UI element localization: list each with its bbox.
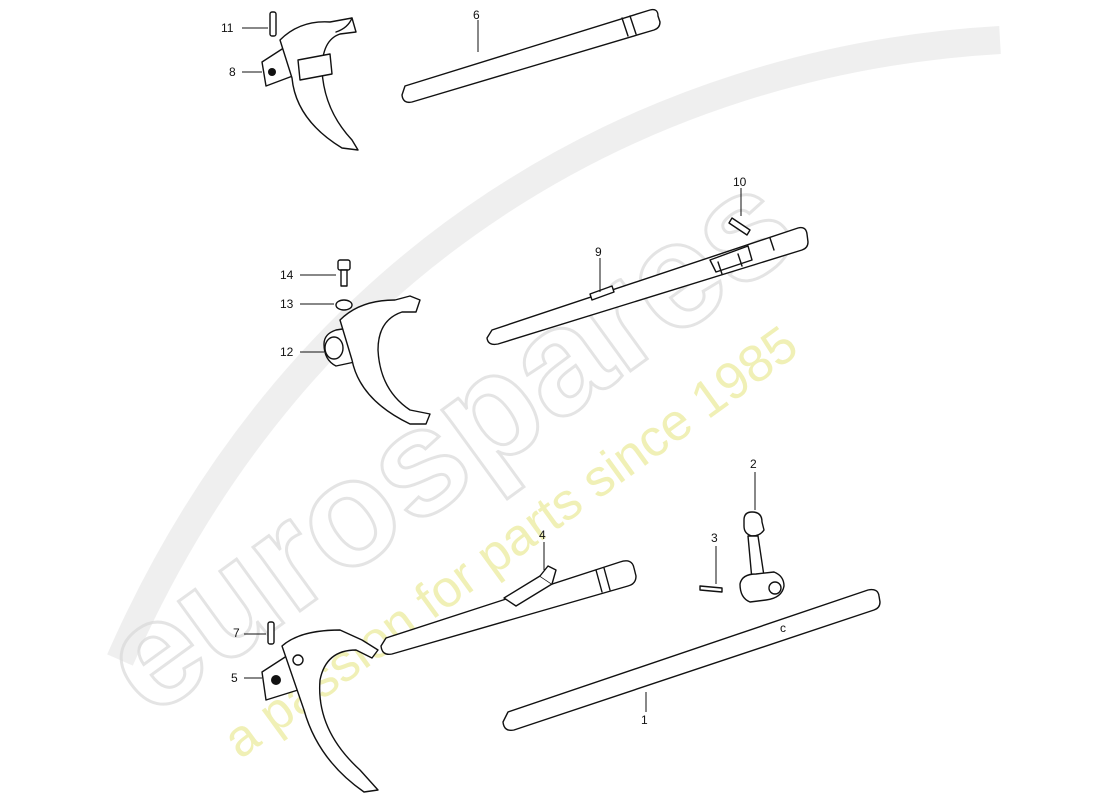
part-4-shift-rod xyxy=(380,560,637,656)
part-3-pin xyxy=(699,585,723,593)
callout-1: 1 xyxy=(641,713,648,727)
part-7-roll-pin xyxy=(267,621,275,645)
callout-3: 3 xyxy=(711,531,718,545)
callout-4: 4 xyxy=(539,528,546,542)
callout-5: 5 xyxy=(231,671,238,685)
part-11-roll-pin xyxy=(269,11,277,37)
callout-12: 12 xyxy=(280,345,294,359)
callout-14: 14 xyxy=(280,268,294,282)
part-13-washer xyxy=(335,299,353,311)
callout-9: 9 xyxy=(595,245,602,259)
callout-7: 7 xyxy=(233,626,240,640)
part-6-shift-rod xyxy=(401,8,661,104)
callout-2: 2 xyxy=(750,457,757,471)
leader-lines xyxy=(242,20,756,712)
watermark-swoosh xyxy=(107,26,1001,666)
callout-13: 13 xyxy=(280,297,294,311)
part-14-bolt xyxy=(337,259,351,287)
part-1-selector-shaft: c xyxy=(502,588,881,732)
part-9-shift-rod xyxy=(486,226,809,346)
callout-10: 10 xyxy=(733,175,747,189)
callout-8: 8 xyxy=(229,65,236,79)
callout-numbers: 6 11 8 10 9 14 13 12 2 3 4 7 5 1 xyxy=(221,8,757,727)
watermark: eurospares a passion for parts since 198… xyxy=(69,26,1001,770)
callout-6: 6 xyxy=(473,8,480,22)
shaft-1-mark: c xyxy=(780,621,786,635)
callout-11: 11 xyxy=(221,21,234,35)
part-8-shift-fork xyxy=(261,17,359,151)
part-2-selector-lever xyxy=(739,511,785,603)
part-12-shift-fork xyxy=(323,295,431,425)
part-10-pin xyxy=(728,217,751,236)
part-5-shift-fork xyxy=(261,629,379,793)
